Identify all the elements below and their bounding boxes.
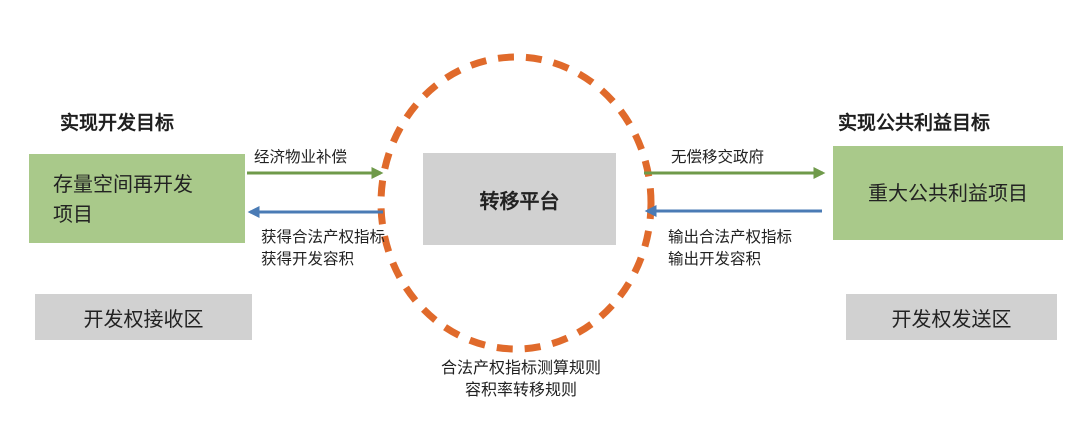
sending-zone-label: 开发权发送区 (891, 306, 1012, 331)
platform-dashed-circle (377, 53, 655, 353)
obtain-indicators-line2: 获得开发容积 (261, 250, 355, 268)
public-interest-project-box: 重大公共利益项目 (833, 146, 1063, 240)
output-indicators-line1: 输出合法产权指标 (668, 228, 793, 246)
redevelopment-project-box: 存量空间再开发 项目 (29, 154, 245, 243)
right-heading: 实现公共利益目标 (838, 112, 991, 134)
transfer-to-government-label: 无偿移交政府 (671, 148, 765, 166)
redevelopment-project-line1: 存量空间再开发 (53, 171, 193, 196)
rules-line1: 合法产权指标测算规则 (440, 358, 601, 377)
receiving-zone-label: 开发权接收区 (83, 306, 204, 331)
redevelopment-project-text: 存量空间再开发 项目 (53, 169, 193, 229)
output-indicators-line2: 输出开发容积 (668, 250, 762, 268)
public-interest-project-label: 重大公共利益项目 (868, 181, 1028, 205)
output-indicators-label: 输出合法产权指标 输出开发容积 (668, 226, 792, 270)
obtain-indicators-line1: 获得合法产权指标 (261, 228, 386, 246)
sending-zone-box: 开发权发送区 (846, 294, 1057, 340)
transfer-platform-box: 转移平台 (423, 153, 616, 245)
redevelopment-project-line2: 项目 (53, 201, 93, 226)
transfer-platform-title: 转移平台 (479, 188, 560, 213)
left-heading: 实现开发目标 (60, 112, 175, 134)
rules-line2: 容积率转移规则 (464, 380, 577, 399)
compensation-label: 经济物业补偿 (254, 148, 348, 166)
platform-rules: 合法产权指标测算规则 容积率转移规则 (411, 357, 631, 401)
obtain-indicators-label: 获得合法产权指标 获得开发容积 (261, 226, 385, 270)
receiving-zone-box: 开发权接收区 (35, 294, 252, 340)
